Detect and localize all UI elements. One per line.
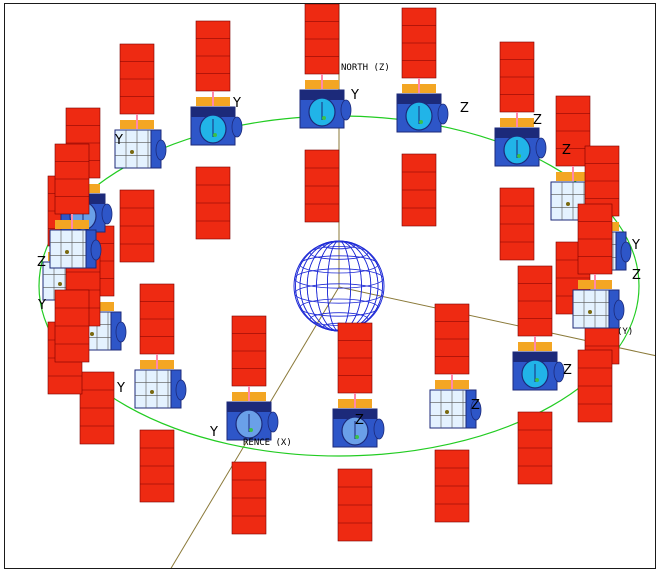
satellite-axis-label: Z [533, 113, 542, 128]
satellite-axis-label: Z [563, 363, 572, 378]
satellite[interactable]: Y [299, 4, 359, 223]
satellite[interactable]: Y [37, 143, 102, 363]
3d-viewport[interactable]: YYYZZZYZZZZYYYZZY NORTH (Z) RENCE (X) (Y… [4, 3, 656, 569]
satellite-axis-label: Z [562, 143, 571, 158]
satellite[interactable]: Z [572, 203, 641, 423]
satellite-axis-label: Y [37, 298, 46, 313]
satellite-axis-label: Z [632, 268, 641, 283]
satellite-axis-label: Z [471, 398, 480, 413]
satellite-axis-label: Z [460, 101, 469, 116]
satellite[interactable]: Z [429, 303, 482, 523]
y-axis-label: (Y) [617, 327, 633, 337]
satellite[interactable]: Z [512, 265, 572, 485]
satellite[interactable]: Y [114, 43, 167, 263]
satellite-axis-label: Y [232, 96, 241, 111]
orbit-scene: YYYZZZYZZZZYYYZZY NORTH (Z) RENCE (X) (Y… [37, 4, 655, 568]
satellite-axis-label: Z [37, 255, 46, 270]
satellite-axis-label: Z [355, 413, 364, 428]
reference-axis-label: RENCE (X) [243, 438, 292, 448]
satellite[interactable]: Z [494, 41, 547, 261]
satellite-axis-label: Y [114, 133, 123, 148]
satellite[interactable]: Z [396, 7, 469, 227]
satellite[interactable]: Y [190, 20, 243, 240]
north-axis-label: NORTH (Z) [341, 63, 390, 73]
satellite-axis-label: Y [350, 88, 359, 103]
satellite-group: YYYZZZYZZZZYYYZZY [37, 4, 641, 542]
satellite[interactable]: Y [209, 315, 279, 535]
satellite-axis-label: Y [209, 425, 218, 440]
satellite[interactable]: Z [332, 322, 385, 542]
satellite[interactable]: Y [116, 283, 187, 503]
satellite-axis-label: Y [631, 238, 640, 253]
satellite-axis-label: Y [116, 381, 125, 396]
